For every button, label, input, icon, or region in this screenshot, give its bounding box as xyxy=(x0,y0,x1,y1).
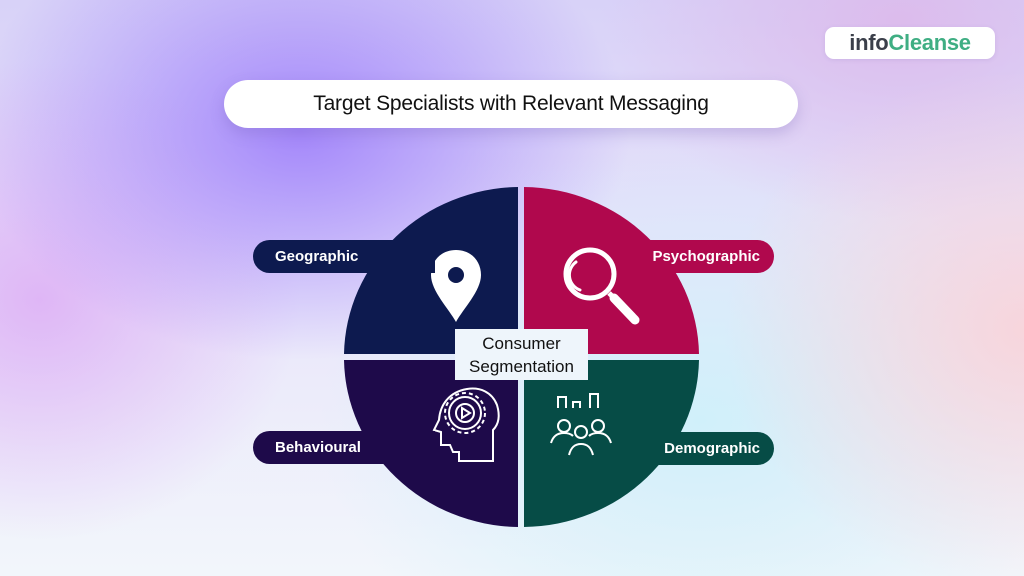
location-pin-icon xyxy=(431,250,481,322)
center-label-line2: Segmentation xyxy=(469,356,574,376)
logo-text-cleanse: Cleanse xyxy=(888,30,971,55)
segment-label-behavioural: Behavioural xyxy=(253,431,435,464)
head-gear-icon xyxy=(432,387,500,462)
center-label-consumer-segmentation: Consumer Segmentation xyxy=(455,329,588,380)
page-title: Target Specialists with Relevant Messagi… xyxy=(224,80,798,128)
center-label-line1: Consumer xyxy=(482,333,561,353)
segment-label-psychographic: Psychographic xyxy=(620,240,774,273)
page-title-text: Target Specialists with Relevant Messagi… xyxy=(313,92,709,115)
people-group-icon xyxy=(550,393,612,456)
segment-label-text: Psychographic xyxy=(652,248,760,265)
segment-label-text: Behavioural xyxy=(275,439,361,456)
segment-label-geographic: Geographic xyxy=(253,240,435,273)
segment-label-demographic: Demographic xyxy=(620,432,774,465)
logo-text-info: info xyxy=(849,30,889,55)
segment-label-text: Demographic xyxy=(664,440,760,457)
magnifying-glass-icon xyxy=(563,247,640,325)
segment-label-text: Geographic xyxy=(275,248,359,265)
